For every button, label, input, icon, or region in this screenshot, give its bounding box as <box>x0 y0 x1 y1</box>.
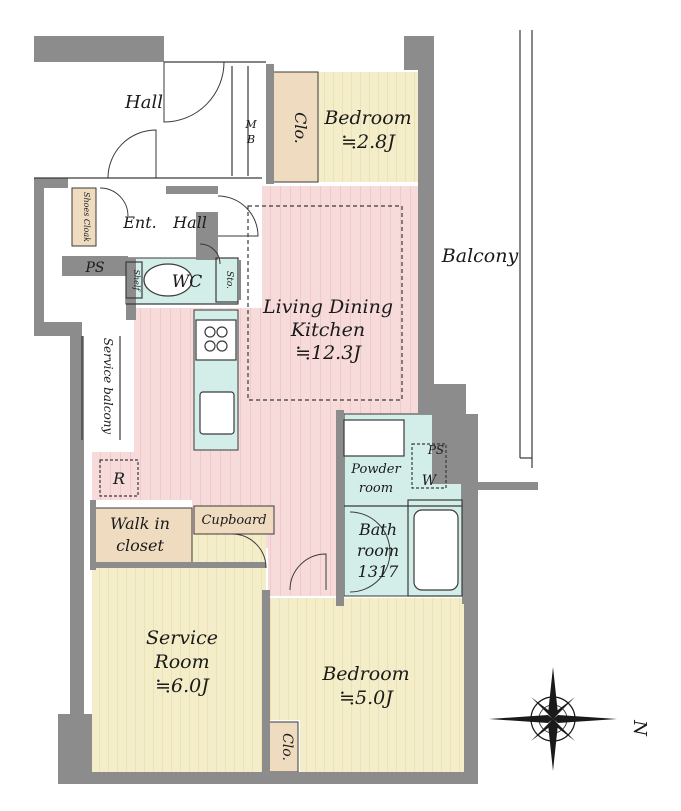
service-door <box>231 533 267 569</box>
hall-mid-label: Hall <box>172 213 207 232</box>
ldk-door <box>217 195 259 237</box>
powder-room-label-1: Powder <box>350 462 401 477</box>
ps-right-label: PS <box>427 443 444 457</box>
service-balcony-label: Service balcony <box>101 338 115 435</box>
walk-in-closet-label-1: Walk in <box>110 514 170 533</box>
bedroom-top-floor <box>318 72 418 182</box>
hall-top-label: Hall <box>124 92 163 113</box>
powder-room-label-2: room <box>359 481 393 496</box>
ldk-label-2: Kitchen <box>290 319 365 341</box>
clo-top-label: Clo. <box>291 112 310 144</box>
balcony-label: Balcony <box>441 245 519 267</box>
clo-bottom-label: Clo. <box>279 733 295 761</box>
ent-label: Ent. <box>122 213 157 232</box>
ent-door <box>99 187 129 217</box>
service-room-label-2: Room <box>153 651 209 673</box>
walk-in-closet-label-2: closet <box>116 536 164 555</box>
walls <box>34 36 538 784</box>
shelf-label: Shelf <box>132 270 141 293</box>
ldk-size: ≒12.3J <box>295 342 362 364</box>
shoes-cloak-floor <box>71 187 97 247</box>
service-room-floor <box>92 534 266 772</box>
closet-top-floor <box>271 71 319 183</box>
w-label: W <box>422 473 438 489</box>
bedroom-bottom-size: ≒5.0J <box>339 687 394 709</box>
cupboard-label: Cupboard <box>201 513 266 528</box>
service-room-size: ≒6.0J <box>155 675 210 697</box>
mb-label-1: M <box>244 118 257 131</box>
bathroom-label-3: 1317 <box>358 562 400 581</box>
interior-lines <box>34 30 533 597</box>
bedroom-bottom-label: Bedroom <box>321 663 409 685</box>
labels: Hall M B Clo. Bedroom ≒2.8J Shoes Cloak … <box>82 92 650 761</box>
wc-door <box>199 243 221 265</box>
bath-door <box>349 511 391 593</box>
north-label: N <box>629 719 650 737</box>
service-room-label-1: Service <box>146 627 218 649</box>
ldk-label-1: Living Dining <box>262 296 393 318</box>
wc-label: WC <box>172 272 202 292</box>
entry-door <box>163 61 225 123</box>
sto-label: Sto. <box>224 271 234 289</box>
bathroom-label-2: room <box>357 541 399 560</box>
bathroom-label-1: Bath <box>358 520 397 539</box>
bedroom-top-label: Bedroom <box>323 107 411 129</box>
bedroom-door <box>289 553 327 591</box>
r-label: R <box>112 469 125 488</box>
cupboard-floor <box>193 505 275 535</box>
compass-rose <box>489 667 617 771</box>
ps-left-label: PS <box>84 260 104 276</box>
door-swings <box>99 61 391 593</box>
shoes-cloak-label: Shoes Cloak <box>82 192 91 242</box>
hall-door <box>107 129 157 179</box>
bedroom-bottom-floor <box>268 598 464 772</box>
bedroom-top-size: ≒2.8J <box>341 131 396 153</box>
mb-label-2: B <box>246 133 255 146</box>
walk-in-closet-floor <box>91 507 193 565</box>
